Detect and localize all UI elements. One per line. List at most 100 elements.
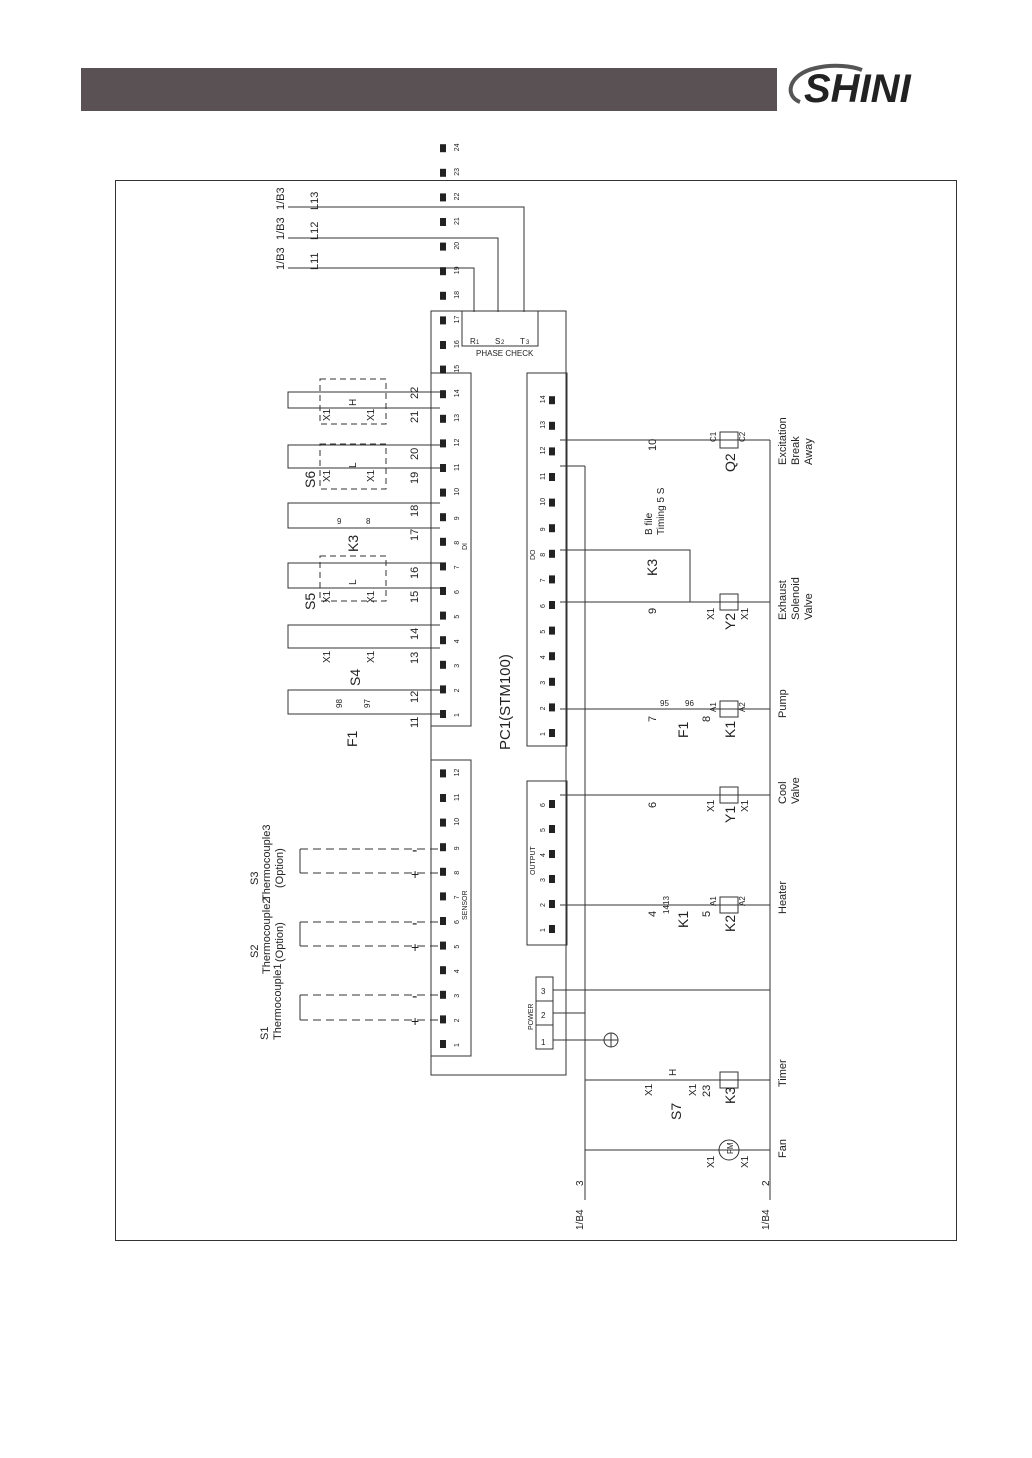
shini-logo: SHINI [788,63,912,111]
exhaust-3: Valve [803,593,815,620]
q2-c1: C1 [709,431,718,442]
power-t1: 1 [541,1038,546,1047]
sensor-terminal-number: 3 [454,994,461,998]
do-terminal-number: 14 [540,395,547,403]
phase-r: R [470,337,476,346]
sensor-terminal-number: 1 [454,1043,461,1047]
s3-opt: (Option) [274,848,286,888]
di-terminal-number: 12 [454,439,461,447]
di-terminal-number: 14 [454,389,461,397]
do-label: DO [530,549,537,560]
logo-text: SHINI [804,67,912,111]
do-terminal [549,447,555,456]
s7-label: S7 [668,1103,684,1120]
di-terminal-number: 22 [454,193,461,201]
k3-coil [719,1071,739,1089]
di-terminal-number: 10 [454,488,461,496]
y2-label: Y2 [722,613,738,630]
do-terminal [549,703,555,712]
s1-minus: - [412,988,417,1005]
sensor-terminal-number: 12 [454,769,461,777]
f1-label-do: F1 [675,721,691,738]
do-terminal-number: 9 [540,527,547,531]
do-terminal-number: 11 [540,473,547,480]
s5-l: L [348,579,359,585]
do-terminal [549,626,555,635]
output-terminal-number: 1 [540,928,547,932]
di-terminal [440,562,446,571]
k2-coil [719,896,739,914]
di-terminal [440,414,446,423]
sensor-terminal [440,769,446,778]
do-terminal-number: 1 [540,732,547,736]
di-terminal-number: 20 [454,242,461,250]
di-terminal [440,365,446,374]
wire-22: 22 [409,387,421,399]
y2-coil [719,593,739,611]
di-terminal-number: 19 [454,266,461,274]
k1-14: 14 [662,905,671,914]
timer-label: Timer [777,1059,789,1087]
f1-96: 96 [685,699,694,708]
di-terminal [440,513,446,522]
do-terminal [549,498,555,507]
sensor-terminal [440,941,446,950]
phase-n2: 2 [501,340,505,346]
s1-name: Thermocouple1 [272,964,284,1040]
di-terminal [440,611,446,620]
di-terminal [440,341,446,349]
do-terminal-number: 5 [540,630,547,634]
controller-label: PC1(STM100) [497,654,514,750]
l13-label: L13 [309,192,321,210]
l12-label: L12 [309,222,321,240]
k3-9: 9 [337,517,342,526]
do-terminal-number: 12 [540,447,547,455]
wire-19: 19 [409,472,421,484]
phase-check-label: PHASE CHECK [476,349,534,358]
power-t2: 2 [541,1011,546,1020]
output-terminal [549,825,555,833]
s2-opt: (Option) [274,922,286,962]
output-terminal-number: 4 [540,853,547,857]
do-terminal-number: 4 [540,655,547,659]
sensor-terminal-number: 11 [454,794,461,801]
di-terminal [440,710,446,718]
wire-20: 20 [409,448,421,460]
di-terminal [440,390,446,399]
k1-a2: A2 [738,702,747,712]
fan-x1b: X1 [740,1155,751,1168]
wire-9: 9 [647,608,659,614]
di-terminal-number: 9 [454,516,461,520]
s6-x1b: X1 [366,469,377,482]
do-terminal [549,549,555,558]
k2-a1: A1 [709,896,718,906]
k1-13: 13 [662,896,671,905]
di-terminal-number: 21 [454,217,461,225]
di-terminal [440,168,446,177]
di-terminal [440,144,446,153]
di-terminal-number: 23 [454,168,461,176]
di-terminal [440,587,446,595]
di-terminal-number: 4 [454,639,461,643]
di-terminal-number: 6 [454,590,461,594]
sensor-terminal [440,1040,446,1048]
q2-c2: C2 [738,431,747,442]
do-terminal [549,524,555,533]
k1-contact-label: K1 [675,911,691,928]
s6-label: S6 [302,471,318,488]
s7-x1b: X1 [688,1083,699,1096]
fan-fm: FM [726,1142,735,1154]
wire-4: 4 [647,911,659,917]
s5-label: S5 [302,593,318,610]
output-terminal [549,900,555,908]
s6-x1a: X1 [322,469,333,482]
output-terminal [549,800,555,808]
s5-x1b: X1 [366,590,377,603]
s2-plus: + [411,939,419,955]
do-terminal-number: 6 [540,604,547,608]
output-terminal-number: 3 [540,878,547,882]
s1-plus: + [411,1013,419,1029]
s7-x1a: X1 [644,1083,655,1096]
wire-11: 11 [409,717,421,728]
